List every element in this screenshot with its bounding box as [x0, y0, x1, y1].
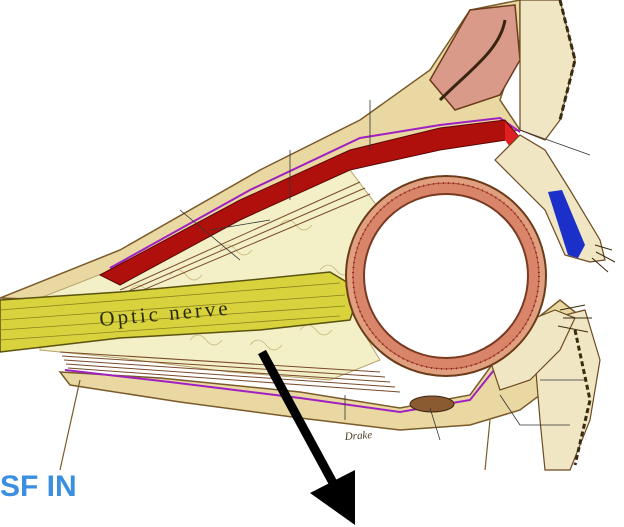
caption-text: SF IN	[0, 470, 77, 504]
infraorbital-nerve	[410, 396, 454, 412]
artist-signature: Drake	[343, 429, 372, 443]
eyeball-interior	[364, 194, 528, 358]
